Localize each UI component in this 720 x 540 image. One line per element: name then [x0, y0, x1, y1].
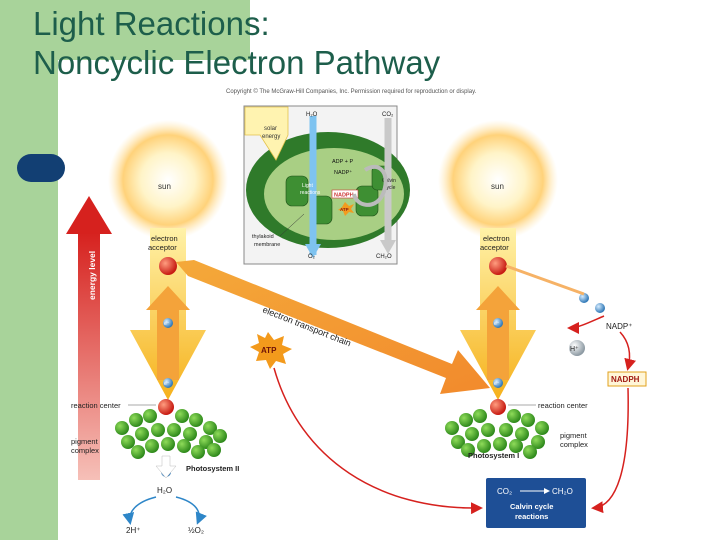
calvin-reactions-label-1: Calvin cycle [510, 502, 553, 511]
title-line-1: Light Reactions: [33, 5, 270, 42]
inset-o2-label: O₂ [308, 254, 316, 260]
energy-level-label: energy level [87, 251, 97, 300]
nadph-formation-arrow [619, 331, 637, 371]
sun-right [438, 120, 558, 240]
inset-ch2o-label: CH₂O [376, 254, 392, 260]
inset-atp-label: ATP [340, 207, 349, 212]
photosystem-i-label: Photosystem I [468, 451, 519, 460]
nadp-curved-arrow [567, 315, 605, 334]
orange-up-arrow-right [476, 286, 520, 380]
electron-nadp-1 [579, 293, 589, 303]
electron-right-upper [493, 318, 503, 328]
electron-transport-arrow [176, 260, 490, 394]
reaction-center-left [158, 399, 174, 415]
half-o2-label: ½O₂ [188, 526, 204, 535]
reaction-center-right [490, 399, 506, 415]
atp-starburst: ATP [250, 332, 292, 369]
electron-acceptor-right-1: electron [483, 234, 510, 243]
title-line-2: Noncyclic Electron Pathway [33, 44, 441, 81]
electron-left-lower [163, 378, 173, 388]
atp-label: ATP [261, 346, 277, 355]
electrons [161, 293, 605, 477]
pigment-complex-right [445, 409, 549, 459]
two-h-label: 2H⁺ [126, 526, 140, 535]
electron-to-nadp-arrow [505, 264, 585, 296]
pigment-complex-left [115, 409, 227, 459]
inset-thylakoid-label-2: membrane [254, 242, 280, 248]
electron-left-upper [163, 318, 173, 328]
nadph-box [607, 371, 647, 387]
electron-nadp-2 [595, 303, 605, 313]
electron-symbol-left-upper: e⁻ [164, 321, 170, 327]
electron-acceptor-left-2: acceptor [148, 243, 177, 252]
inset-thylakoid-label-1: thylakoid [252, 234, 274, 240]
calvin-co2-label: CO₂ [497, 487, 512, 496]
sun-left-label: sun [158, 182, 171, 191]
reaction-center-left-label: reaction center [71, 401, 121, 410]
pigment-complex-left-2: complex [71, 446, 99, 455]
sun-left [108, 120, 228, 240]
electron-acceptor-right-2: acceptor [480, 243, 509, 252]
electron-symbol-right-lower: e⁻ [494, 381, 500, 387]
blue-bullet-pill [17, 154, 65, 182]
inset-light-reactions-2: reactions [300, 190, 321, 196]
sun-right-label: sun [491, 182, 504, 191]
inset-light-reactions-1: Light [302, 183, 313, 189]
nadph-to-calvin-arrow [591, 387, 629, 514]
h-plus-label: H⁺ [570, 346, 579, 353]
inset-solar-label-1: solar [264, 126, 277, 132]
inset-nadph-label: NADPH [334, 193, 354, 199]
inset-calvin-label-1: Calvin [382, 178, 396, 184]
electron-symbol-left-lower: e⁻ [164, 381, 170, 387]
water-splitting: H₂O 2H⁺ ½O₂ [122, 455, 207, 535]
water-label: H₂O [157, 486, 172, 495]
h-plus-ion [569, 340, 585, 356]
chloroplast-inset: solar energy H₂O CO₂ ADP + P NADP⁺ Light… [243, 105, 410, 265]
orange-up-arrow-left [146, 286, 190, 380]
pigment-complex-right-2: complex [560, 440, 588, 449]
reaction-center-right-label: reaction center [538, 401, 588, 410]
photosystem-ii-label: Photosystem II [186, 464, 239, 473]
electron-acceptor-right [489, 257, 507, 275]
left-green-band [0, 0, 58, 540]
title-white-notch [58, 60, 250, 88]
electron-symbol-right-upper: e⁻ [494, 321, 500, 327]
pigment-complex-right-1: pigment [560, 431, 588, 440]
electron-acceptor-left [159, 257, 177, 275]
page-title: Light Reactions: Noncyclic Electron Path… [33, 4, 440, 82]
photosynthesis-diagram: solar energy H₂O CO₂ ADP + P NADP⁺ Light… [66, 105, 647, 535]
nadp-plus-label: NADP⁺ [606, 322, 632, 331]
calvin-cycle-box: CO₂ CH₂O Calvin cycle reactions [486, 478, 586, 528]
inset-co2-label: CO₂ [382, 112, 394, 118]
nadph-label: NADPH [611, 375, 640, 384]
calvin-ch2o-label: CH₂O [552, 487, 573, 496]
inset-nadp-label: NADP⁺ [334, 169, 352, 176]
calvin-reactions-label-2: reactions [515, 512, 548, 521]
energy-level-arrow: energy level [66, 196, 112, 480]
electron-acceptor-left-1: electron [151, 234, 178, 243]
electron-right-lower [493, 378, 503, 388]
inset-adp-label: ADP + P [332, 159, 353, 165]
inset-calvin-label-2: cycle [384, 185, 396, 191]
copyright-notice: Copyright © The McGraw-Hill Companies, I… [226, 89, 477, 95]
pigment-complex-left-1: pigment [71, 437, 99, 446]
inset-h2o-label: H₂O [306, 112, 318, 118]
atp-to-calvin-arrow [273, 367, 483, 515]
inset-solar-label-2: energy [262, 134, 280, 140]
